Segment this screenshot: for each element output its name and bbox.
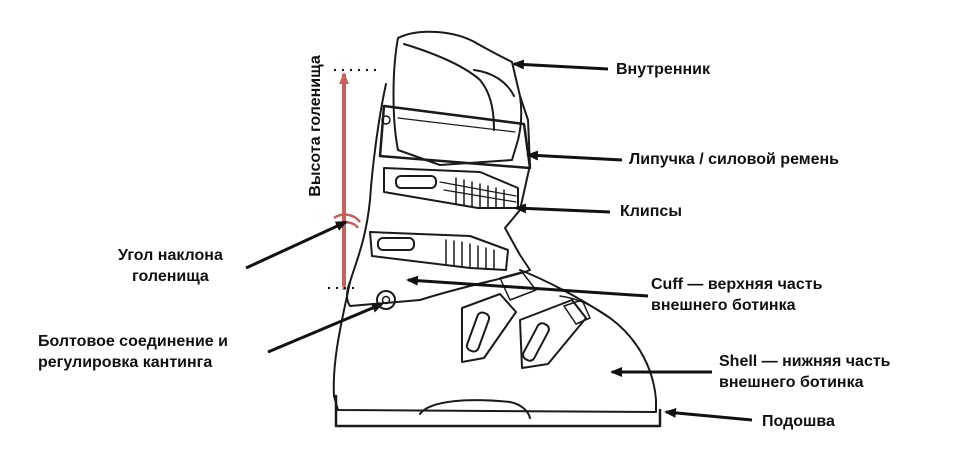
label-angle-line1: Угол наклона [118, 247, 223, 264]
instep-buckle-1 [461, 293, 517, 363]
label-cuff-line1: Cuff — верхняя часть [651, 276, 823, 293]
arrow-liner [512, 59, 609, 71]
arrow-sole [664, 407, 753, 422]
label-buckles: Клипсы [620, 203, 682, 220]
shaft-height-measure [328, 69, 380, 290]
cuff-bolt [376, 290, 396, 310]
label-angle-line2: голенища [132, 268, 209, 285]
label-strap: Липучка / силовой ремень [629, 151, 839, 168]
cuff-outline [346, 83, 531, 307]
arrow-bolt [267, 302, 384, 354]
label-sole: Подошва [762, 413, 835, 430]
instep-buckle-2 [519, 299, 587, 369]
pointer-arrows [245, 59, 753, 422]
liner-tongue-curve [473, 69, 515, 97]
arrow-cuff [406, 275, 649, 298]
label-bolt-line2: регулировка кантинга [38, 354, 213, 371]
label-bolt-line1: Болтовое соединение и [38, 333, 228, 350]
power-strap [378, 104, 532, 170]
label-angle: Угол наклона голенища [118, 245, 223, 287]
liner-outline [392, 30, 523, 166]
liner-inner-line [403, 43, 495, 131]
label-shell-line1: Shell — нижняя часть [719, 353, 891, 370]
boot-illustration [332, 30, 662, 428]
shell-outline [332, 269, 657, 413]
sole-outline [334, 394, 662, 428]
label-shaft-height: Высота голенища [307, 55, 324, 197]
label-bolt: Болтовое соединение и регулировка кантин… [38, 331, 228, 373]
arrow-buckles [514, 203, 611, 214]
arrow-strap [526, 150, 623, 162]
lower-cuff-buckle [369, 231, 509, 271]
label-shell: Shell — нижняя часть внешнего ботинка [719, 351, 891, 393]
arrow-angle [245, 220, 348, 270]
label-cuff: Cuff — верхняя часть внешнего ботинка [651, 274, 822, 316]
label-shell-line2: внешнего ботинка [719, 374, 864, 391]
label-liner: Внутренник [616, 61, 710, 78]
label-cuff-line2: внешнего ботинка [651, 297, 796, 314]
